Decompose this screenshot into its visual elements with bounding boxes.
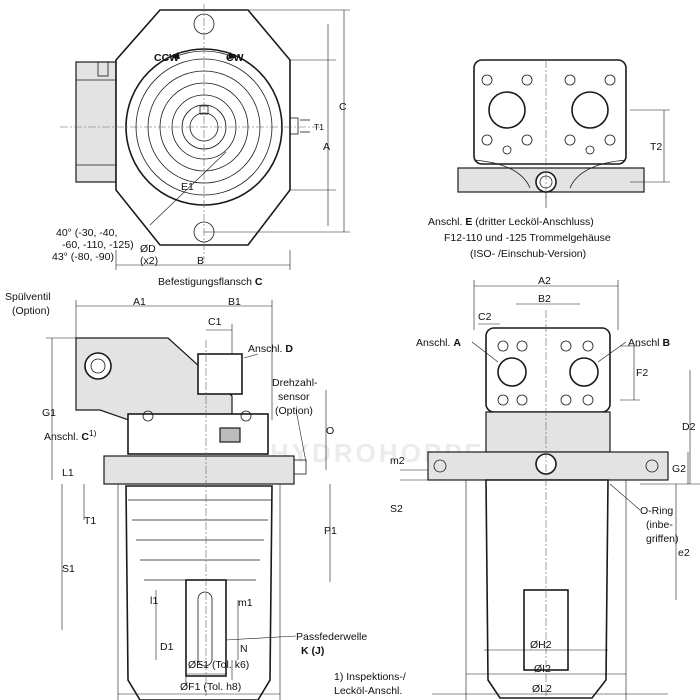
label-l1-shaft: l1	[150, 595, 158, 607]
label-dia-d: ØD	[140, 243, 156, 255]
label-g1: G1	[42, 407, 56, 419]
label-p1: P1	[324, 525, 337, 537]
front-view	[60, 4, 350, 270]
label-passfeder-k: K (J)	[301, 645, 324, 657]
label-anschl-a: Anschl. A	[416, 337, 461, 349]
label-spuelventil: Spülventil	[5, 291, 51, 303]
label-e2: e2	[678, 547, 690, 559]
label-anschl-e-3: (ISO- /Einschub-Version)	[470, 248, 586, 260]
label-anschl-e-2: F12-110 und -125 Trommelgehäuse	[444, 232, 611, 244]
label-dim-a: A	[323, 141, 330, 153]
label-inspektion: 1) Inspektions-/	[334, 671, 406, 683]
label-anschl-c: Anschl. C1)	[44, 428, 97, 443]
label-anschl-e: Anschl. E (dritter Lecköl-Anschluss)	[428, 216, 594, 228]
label-b1: B1	[228, 296, 241, 308]
label-d-x2: (x2)	[140, 255, 158, 267]
housing-body	[127, 413, 269, 455]
port-large-left	[488, 91, 526, 129]
port-b	[569, 357, 599, 387]
side-port-block	[75, 61, 117, 183]
label-spuelventil-option: (Option)	[12, 305, 50, 317]
label-leckoel: Lecköl-Anschl.	[334, 685, 402, 697]
label-befestigungsflansch: Befestigungsflansch C	[158, 276, 263, 288]
mounting-flange	[103, 455, 295, 485]
label-n: N	[240, 643, 248, 655]
label-d2: D2	[682, 421, 696, 433]
label-a1: A1	[133, 296, 146, 308]
label-t1-small: T1	[314, 122, 324, 132]
port-d-block	[197, 353, 243, 395]
label-anschl-d: Anschl. D	[248, 343, 293, 355]
label-c1: C1	[208, 316, 222, 328]
keyway	[197, 591, 213, 667]
label-ccw: CCW	[154, 52, 179, 64]
sensor-plug	[219, 427, 241, 443]
label-oring-griffen: griffen)	[646, 533, 679, 545]
label-angle-40b: -60, -110, -125)	[62, 239, 134, 251]
label-f2: F2	[636, 367, 648, 379]
rear-view	[457, 59, 670, 208]
label-a2: A2	[538, 275, 551, 287]
label-t1: T1	[84, 515, 96, 527]
rear-port-plate	[473, 59, 627, 165]
label-drehzahl: Drehzahl-	[272, 377, 318, 389]
label-i2: ØI2	[534, 663, 551, 675]
label-cw: CW	[226, 52, 244, 64]
label-oring-inbe: (inbe-	[646, 519, 673, 531]
label-f1-dia: ØF1 (Tol. h8)	[180, 681, 241, 693]
label-angle-40: 40° (-30, -40,	[56, 227, 117, 239]
housing-side-2	[485, 411, 611, 453]
label-c2: C2	[478, 311, 492, 323]
label-oring: O-Ring	[640, 505, 673, 517]
label-g2: G2	[672, 463, 686, 475]
label-dim-c: C	[339, 101, 347, 113]
label-l2: ØL2	[532, 683, 552, 695]
label-t2: T2	[650, 141, 662, 153]
label-drehzahl-sensor: sensor	[278, 391, 310, 403]
label-passfederwelle: Passfederwelle	[296, 631, 367, 643]
label-angle-43: 43° (-80, -90)	[52, 251, 114, 263]
side-view-2	[400, 280, 700, 700]
label-drehzahl-option: (Option)	[275, 405, 313, 417]
port-large-right	[571, 91, 609, 129]
label-d1: D1	[160, 641, 174, 653]
spuelventil	[84, 352, 112, 380]
label-s1: S1	[62, 563, 75, 575]
port-a	[497, 357, 527, 387]
label-m1: m1	[238, 597, 253, 609]
label-dim-b: B	[197, 255, 204, 267]
label-e1-dia: ØE1 (Tol. k6)	[188, 659, 249, 671]
label-b2: B2	[538, 293, 551, 305]
side-view	[46, 300, 331, 700]
label-e1: E1	[181, 181, 194, 193]
label-anschl-b: Anschl B	[628, 337, 670, 349]
label-l1: L1	[62, 467, 74, 479]
motor-bell-2	[485, 479, 609, 699]
label-o: O	[326, 425, 334, 437]
label-h2: ØH2	[530, 639, 552, 651]
label-s2: S2	[390, 503, 403, 515]
label-m2: m2	[390, 455, 405, 467]
